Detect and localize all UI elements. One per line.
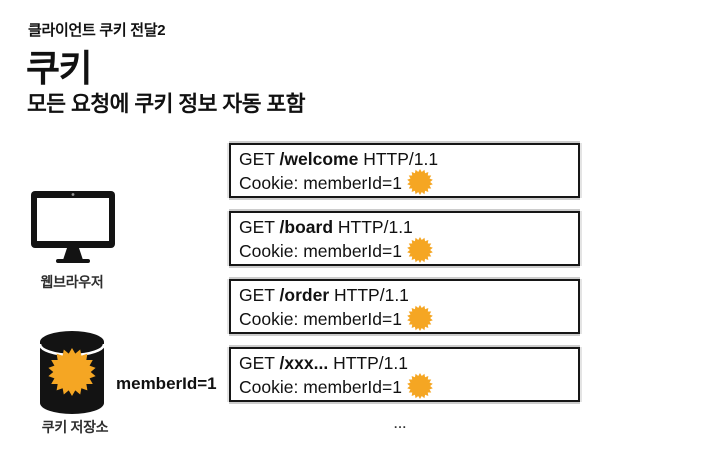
http-request-box-order: GET /order HTTP/1.1 Cookie: memberId=1 — [229, 279, 580, 334]
browser-label: 웹브라우저 — [40, 274, 104, 290]
request-path: /board — [279, 217, 334, 237]
request-line: GET /xxx... HTTP/1.1 — [239, 352, 570, 375]
monitor-icon — [30, 190, 116, 264]
cookie-header-line: Cookie: memberId=1 — [239, 305, 570, 331]
http-request-box-xxx: GET /xxx... HTTP/1.1 Cookie: memberId=1 — [229, 347, 580, 402]
request-line: GET /welcome HTTP/1.1 — [239, 148, 570, 171]
starburst-icon — [407, 305, 433, 331]
cookie-header: Cookie: memberId=1 — [239, 172, 402, 193]
starburst-icon — [48, 348, 96, 396]
cookie-header-line: Cookie: memberId=1 — [239, 373, 570, 399]
http-method: GET — [239, 217, 275, 237]
cookie-header-line: Cookie: memberId=1 — [239, 169, 570, 195]
starburst-icon — [407, 373, 433, 399]
http-method: GET — [239, 149, 275, 169]
http-method: GET — [239, 353, 275, 373]
http-request-box-welcome: GET /welcome HTTP/1.1 Cookie: memberId=1 — [229, 143, 580, 198]
starburst-icon — [407, 169, 433, 195]
cookie-value-label: memberId=1 — [116, 374, 217, 393]
cookie-header: Cookie: memberId=1 — [239, 376, 402, 397]
http-method: GET — [239, 285, 275, 305]
slide-kicker: 클라이언트 쿠키 전달2 — [28, 22, 166, 39]
starburst-icon — [407, 237, 433, 263]
storage-label: 쿠키 저장소 — [41, 419, 109, 435]
slide-subtitle: 모든 요청에 쿠키 정보 자동 포함 — [27, 92, 306, 116]
request-line: GET /board HTTP/1.1 — [239, 216, 570, 239]
page-title: 쿠키 — [26, 48, 93, 89]
request-path: /order — [279, 285, 330, 305]
more-requests-ellipsis: ... — [394, 417, 408, 431]
request-line: GET /order HTTP/1.1 — [239, 284, 570, 307]
database-icon — [39, 330, 105, 416]
http-request-box-board: GET /board HTTP/1.1 Cookie: memberId=1 — [229, 211, 580, 266]
http-protocol: HTTP/1.1 — [337, 217, 413, 237]
request-path: /xxx... — [279, 353, 329, 373]
cookie-header: Cookie: memberId=1 — [239, 240, 402, 261]
http-protocol: HTTP/1.1 — [333, 353, 408, 373]
request-path: /welcome — [279, 149, 359, 169]
http-protocol: HTTP/1.1 — [334, 285, 409, 305]
cookie-header-line: Cookie: memberId=1 — [239, 237, 570, 263]
http-protocol: HTTP/1.1 — [363, 149, 439, 169]
cookie-header: Cookie: memberId=1 — [239, 308, 402, 329]
